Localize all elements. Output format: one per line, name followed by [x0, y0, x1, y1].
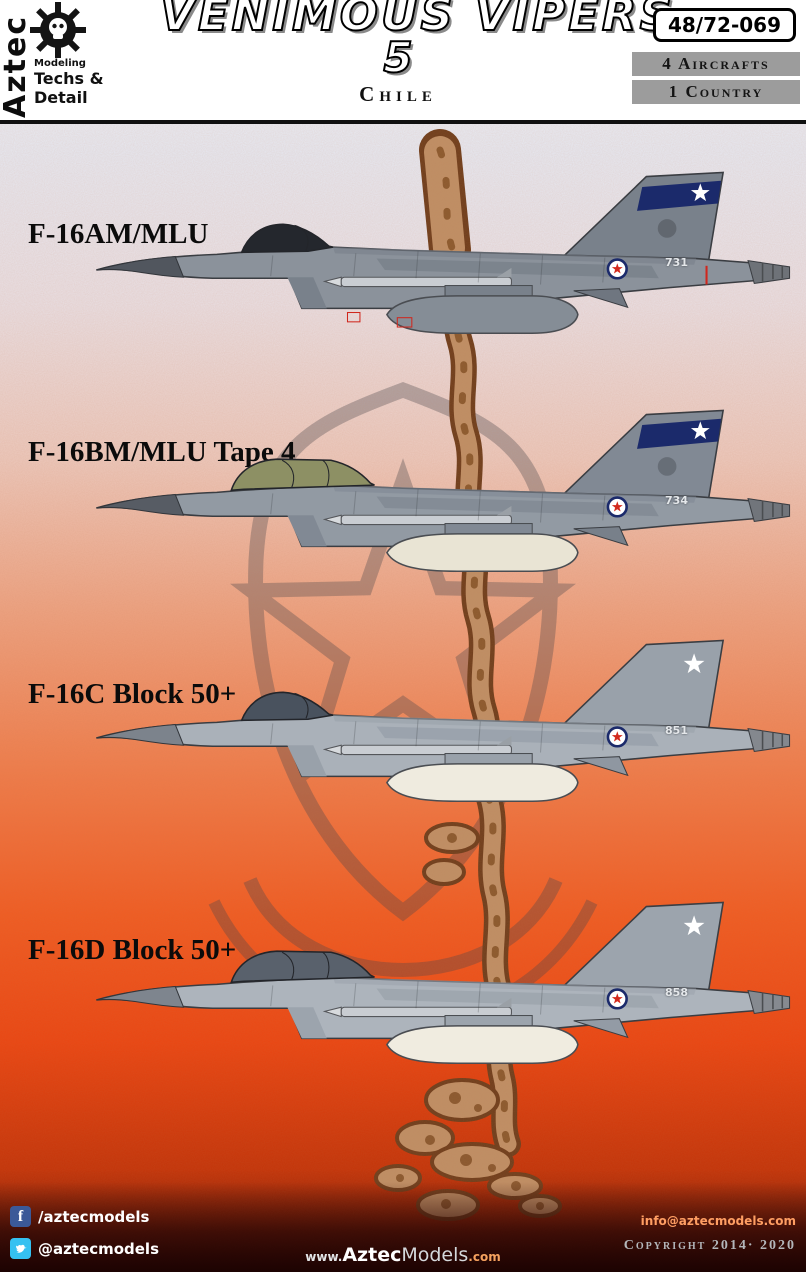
brand-tagline-modeling: Modeling — [34, 58, 86, 69]
brand-taglines: Modeling Techs & Detail — [34, 58, 104, 107]
twitter-icon — [10, 1238, 31, 1259]
stat-aircraft-count: 4 Aircrafts — [632, 52, 800, 76]
product-code-badge: 48/72-069 — [652, 8, 796, 42]
gear-skull-icon — [30, 2, 86, 58]
aircraft-row-f16am: F-16AM/MLU 731 — [0, 150, 806, 396]
brand-tagline-detail: Detail — [34, 88, 88, 107]
f16-profile-illustration — [86, 162, 802, 380]
website-name-rest: Models — [401, 1244, 469, 1266]
aircraft-row-f16bm: F-16BM/MLU Tape 4 734 — [0, 388, 806, 632]
stat-country-count: 1 Country — [632, 80, 800, 104]
tail-number: 731 — [665, 256, 688, 269]
tail-number: 734 — [665, 494, 688, 507]
title-block: VENIMOUS VIPERS 5 Chile — [159, 0, 673, 107]
header: Aztec — [0, 0, 806, 124]
facebook-icon: f — [10, 1206, 31, 1227]
website-url: www.AztecModels.com — [305, 1244, 500, 1266]
aircraft-row-f16d: F-16D Block 50+ 858 — [0, 878, 806, 1140]
tail-number: 858 — [665, 986, 688, 999]
twitter-handle: @aztecmodels — [38, 1239, 160, 1258]
facebook-handle: /aztecmodels — [38, 1207, 150, 1226]
stats-box: 4 Aircrafts 1 Country — [632, 52, 800, 108]
website-suffix: .com — [468, 1250, 501, 1264]
f16-profile-illustration — [86, 630, 802, 848]
f16-profile-illustration — [86, 400, 802, 618]
tail-number: 851 — [665, 724, 688, 737]
brand-logo: Aztec — [0, 0, 150, 120]
twitter-handle-row: @aztecmodels — [10, 1238, 159, 1259]
copyright-notice: Copyright 2014· 2020 — [623, 1238, 796, 1253]
f16-profile-illustration — [86, 892, 802, 1110]
brand-tagline-techs: Techs & — [34, 69, 104, 88]
website-prefix: www. — [305, 1250, 343, 1264]
country-label: Chile — [359, 82, 437, 106]
contact-email: info@aztecmodels.com — [640, 1214, 796, 1228]
website-name-bold: Aztec — [342, 1244, 402, 1266]
facebook-handle-row: f /aztecmodels — [10, 1206, 149, 1227]
aircraft-row-f16c: F-16C Block 50+ 851 — [0, 622, 806, 874]
